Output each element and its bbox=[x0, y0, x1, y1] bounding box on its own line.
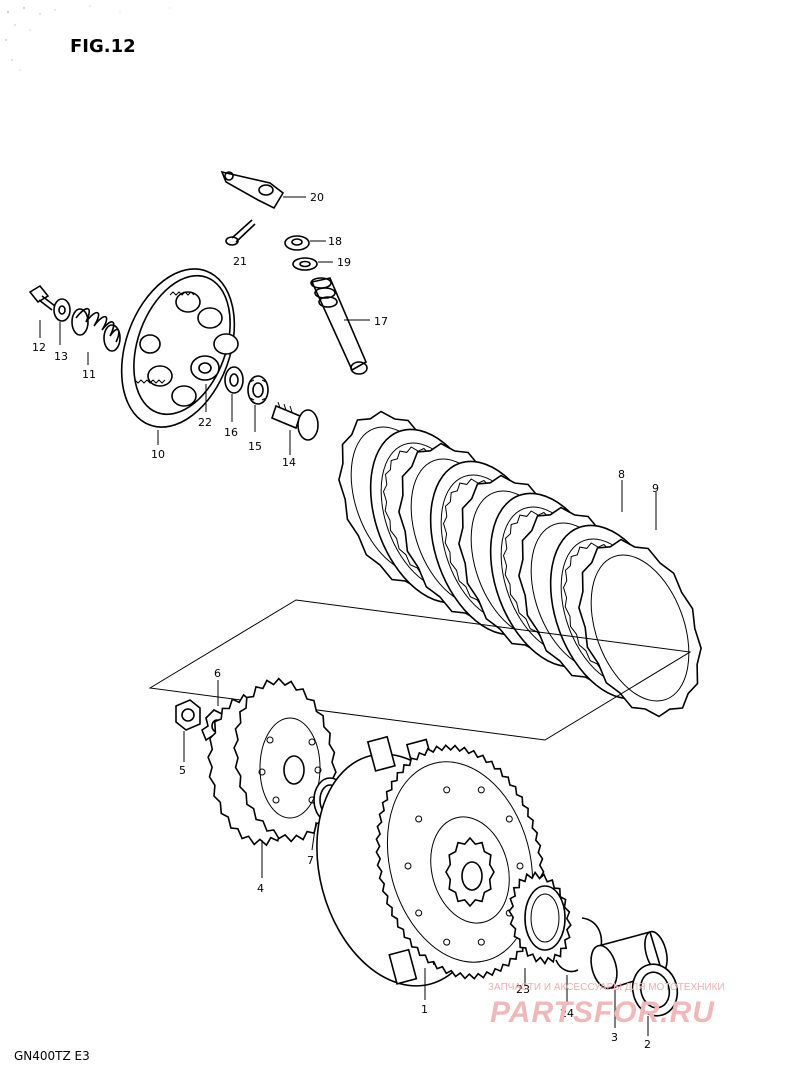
part-2-washer bbox=[631, 963, 679, 1036]
part-20-release-arm bbox=[220, 170, 306, 210]
assembly-frame bbox=[148, 599, 692, 741]
callout-8: 8 bbox=[618, 468, 625, 481]
watermark-tagline: ЗАПЧАСТИ И АКСЕССУАРЫ ДЛЯ МОТОТЕХНИКИ bbox=[488, 982, 725, 993]
part-11-spring bbox=[71, 307, 121, 365]
part-18-nut bbox=[284, 235, 326, 251]
callout-5: 5 bbox=[179, 764, 186, 777]
callout-11: 11 bbox=[82, 368, 96, 381]
callout-23: 23 bbox=[516, 983, 530, 996]
callout-22: 22 bbox=[198, 416, 212, 429]
callout-7: 7 bbox=[307, 854, 314, 867]
part-21-bolt bbox=[225, 219, 256, 246]
watermark-site: PARTSFOR.RU bbox=[490, 996, 715, 1029]
part-16-washer bbox=[224, 366, 244, 422]
part-15-bearing bbox=[247, 375, 269, 432]
callout-3: 3 bbox=[611, 1031, 618, 1044]
callout-1: 1 bbox=[421, 1003, 428, 1016]
figure-title: FIG.12 bbox=[70, 36, 136, 57]
callout-labels: 20 21 18 19 17 12 13 11 22 16 15 10 14 8… bbox=[32, 191, 659, 1051]
part-13-washer bbox=[53, 298, 71, 345]
callout-16: 16 bbox=[224, 426, 238, 439]
friction-plate bbox=[578, 538, 702, 718]
callout-21: 21 bbox=[233, 255, 247, 268]
callout-4: 4 bbox=[257, 882, 264, 895]
part-1-clutch-housing bbox=[316, 735, 545, 987]
scan-noise bbox=[5, 5, 171, 71]
callout-6: 6 bbox=[214, 667, 221, 680]
callout-2: 2 bbox=[644, 1038, 651, 1051]
part-19-washer bbox=[292, 257, 333, 271]
part-5-nut bbox=[175, 699, 201, 762]
callout-12: 12 bbox=[32, 341, 46, 354]
part-4-gear bbox=[207, 677, 337, 847]
callout-15: 15 bbox=[248, 440, 262, 453]
callout-14: 14 bbox=[282, 456, 296, 469]
callout-10: 10 bbox=[151, 448, 165, 461]
part-17-push-rod bbox=[310, 277, 370, 375]
part-8-9-clutch-plates bbox=[338, 410, 702, 718]
callout-17: 17 bbox=[374, 315, 388, 328]
callout-9: 9 bbox=[652, 482, 659, 495]
callout-20: 20 bbox=[310, 191, 324, 204]
part-23-gear bbox=[508, 871, 572, 965]
part-12-bolt bbox=[28, 284, 56, 338]
callout-24: 24 bbox=[560, 1007, 574, 1020]
callout-19: 19 bbox=[337, 256, 351, 269]
callout-18: 18 bbox=[328, 235, 342, 248]
watermark: ЗАПЧАСТИ И АКСЕССУАРЫ ДЛЯ МОТОТЕХНИКИ PA… bbox=[488, 982, 725, 1029]
model-code: GN400TZ E3 bbox=[14, 1049, 90, 1063]
callout-13: 13 bbox=[54, 350, 68, 363]
part-10-pressure-plate bbox=[120, 268, 239, 445]
leader-8-9 bbox=[621, 480, 657, 530]
part-14-push-piece bbox=[271, 401, 319, 455]
